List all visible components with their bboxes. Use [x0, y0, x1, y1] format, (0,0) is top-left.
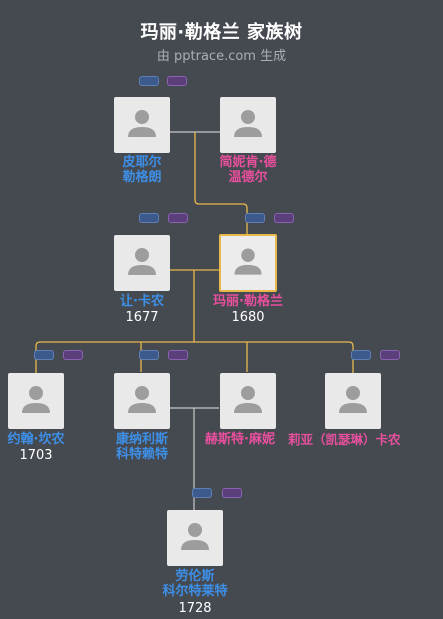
father-toggle[interactable] — [192, 488, 212, 498]
person-name: 莉亚（凯瑟琳）卡农 — [288, 432, 401, 447]
person-name: 赫斯特·麻妮 — [205, 432, 275, 447]
birth-year: 1677 — [125, 310, 159, 325]
father-toggle[interactable] — [34, 350, 54, 360]
mother-toggle[interactable] — [274, 213, 294, 223]
person-card-hester[interactable] — [220, 373, 276, 429]
mother-toggle[interactable] — [63, 350, 83, 360]
father-toggle[interactable] — [351, 350, 371, 360]
father-toggle[interactable] — [245, 213, 265, 223]
children-bar — [35, 341, 354, 374]
person-name: 康纳利斯 科特赖特 — [115, 432, 168, 462]
father-toggle[interactable] — [139, 76, 159, 86]
person-card-jean[interactable] — [114, 235, 170, 291]
birth-year: 1728 — [178, 601, 212, 616]
person-card-jeanne[interactable] — [220, 97, 276, 153]
birth-year: 1703 — [19, 448, 53, 463]
birth-year: 1680 — [231, 310, 265, 325]
avatar-icon — [128, 386, 156, 413]
person-name: 玛丽·勒格兰 — [213, 294, 283, 309]
avatar-icon — [234, 248, 262, 275]
father-toggle[interactable] — [139, 213, 159, 223]
person-name: 简妮肯·德 温德尔 — [219, 155, 277, 185]
person-name: 让·卡农 — [120, 294, 164, 309]
avatar-icon — [128, 248, 156, 275]
father-toggle[interactable] — [139, 350, 159, 360]
line-to-marie — [194, 132, 248, 234]
person-card-laurens[interactable] — [167, 510, 223, 566]
page-subtitle: 由 pptrace.com 生成 — [156, 49, 287, 64]
person-card-mary[interactable] — [325, 373, 381, 429]
mother-toggle[interactable] — [222, 488, 242, 498]
avatar-icon — [234, 386, 262, 413]
avatar-icon — [234, 110, 262, 137]
avatar-icon — [339, 386, 367, 413]
mother-toggle[interactable] — [168, 350, 188, 360]
avatar-icon — [181, 523, 209, 550]
mother-toggle[interactable] — [168, 213, 188, 223]
avatar-icon — [128, 110, 156, 137]
person-card-cornelis[interactable] — [114, 373, 170, 429]
person-name: 约翰·坎农 — [7, 432, 65, 447]
person-card-marie[interactable] — [219, 234, 277, 292]
mother-toggle[interactable] — [380, 350, 400, 360]
person-card-johan[interactable] — [8, 373, 64, 429]
person-name: 皮耶尔 勒格朗 — [122, 155, 162, 185]
page-title: 玛丽·勒格兰 家族树 — [140, 22, 303, 43]
mother-toggle[interactable] — [167, 76, 187, 86]
avatar-icon — [22, 386, 50, 413]
person-card-pierre[interactable] — [114, 97, 170, 153]
person-name: 劳伦斯 科尔特莱特 — [162, 569, 228, 599]
